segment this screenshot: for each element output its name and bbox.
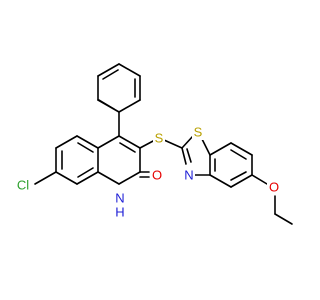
bond: [97, 171, 120, 185]
bond: [274, 213, 293, 225]
nitrogen-atom-thiazole: N: [184, 168, 193, 183]
bond: [181, 135, 194, 149]
bond: [34, 171, 57, 185]
atom-labels: Cl N H O S S N O: [13, 124, 281, 220]
bond: [139, 139, 156, 149]
bond: [102, 69, 119, 80]
bond: [230, 149, 247, 160]
bond: [118, 63, 141, 77]
bond: [230, 142, 253, 156]
oxygen-atom-ether: O: [269, 180, 279, 195]
nitrogen-atom-nh: N: [115, 191, 124, 206]
bond: [181, 147, 187, 165]
bond: [76, 135, 99, 149]
chlorine-atom: Cl: [17, 178, 29, 193]
bond: [230, 174, 253, 188]
sulfur-atom-thiazole: S: [194, 125, 203, 140]
bond: [76, 171, 99, 185]
hydrogen-atom-nh: H: [115, 205, 124, 220]
bond: [251, 174, 268, 185]
bond: [163, 139, 183, 149]
oxygen-atom-carbonyl: O: [152, 168, 162, 183]
bond: [118, 135, 141, 149]
bond: [209, 174, 232, 188]
bond: [97, 135, 120, 149]
sulfur-atom-thioether: S: [155, 131, 164, 146]
bond: [77, 167, 94, 178]
bond: [55, 171, 78, 185]
bond: [98, 99, 115, 110]
molecule-canvas: Cl N H O S S N O: [13, 63, 293, 225]
bond: [201, 138, 211, 156]
chemical-structure-drawing: Cl N H O S S N O: [13, 63, 293, 225]
bond: [55, 135, 78, 149]
bond: [186, 148, 192, 163]
bond: [209, 142, 232, 156]
bonds: [34, 63, 293, 225]
bond: [77, 142, 94, 153]
bond: [230, 171, 247, 181]
bond: [118, 99, 141, 113]
bond: [118, 171, 141, 185]
bond: [97, 63, 120, 77]
bond: [119, 142, 136, 153]
